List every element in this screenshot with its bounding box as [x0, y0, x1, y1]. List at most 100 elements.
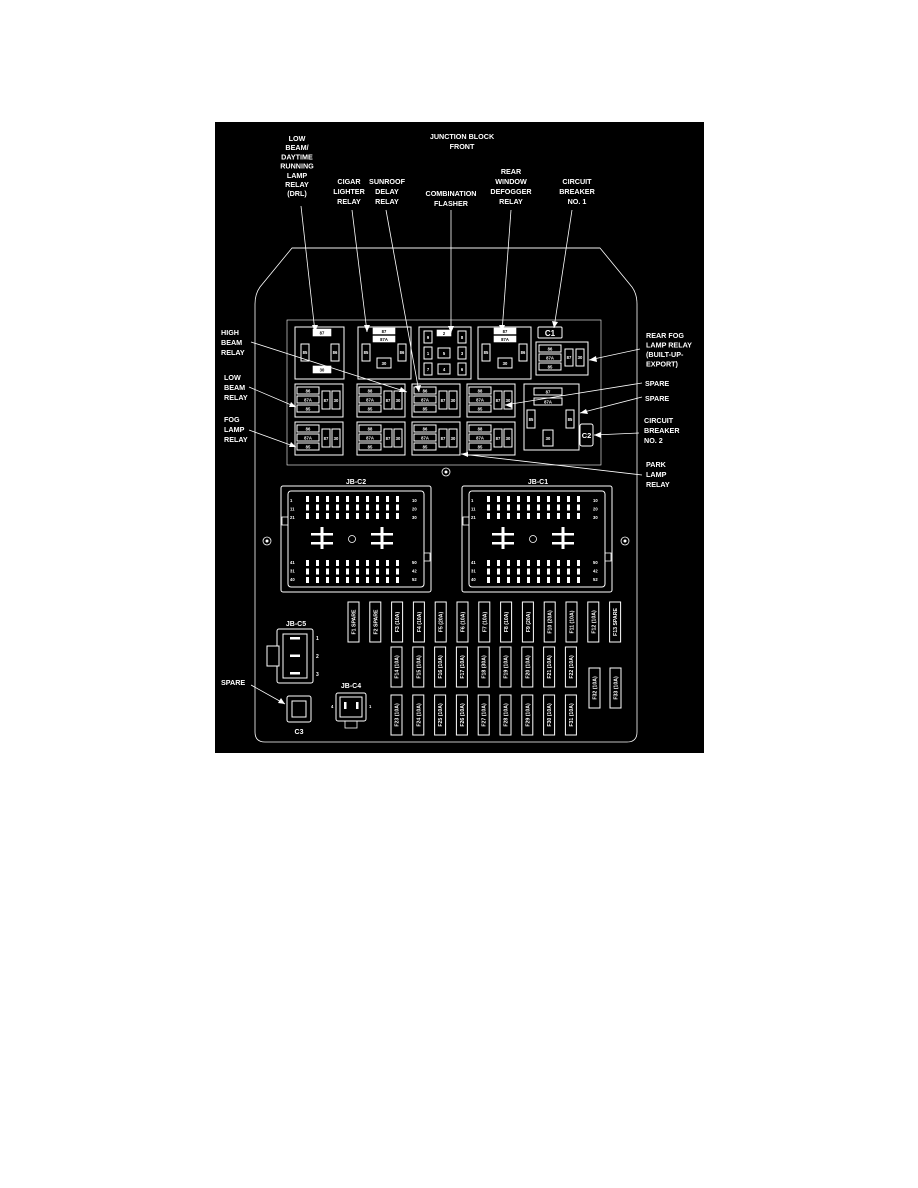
- fuse-label: F15 (10A): [416, 655, 422, 679]
- connector-pin-number: 42: [412, 569, 417, 574]
- callout-combination-line: FLASHER: [434, 199, 469, 208]
- connector-pin-number: 40: [471, 577, 476, 582]
- callout-low-beam-line: RELAY: [224, 393, 248, 402]
- fuse: F23 (10A): [390, 694, 403, 736]
- callout-arrowheads: [278, 321, 601, 704]
- callout-rear-fog-line: LAMP RELAY: [646, 341, 692, 350]
- fuse: F6 (10A): [456, 601, 469, 643]
- defog-t87: 87: [503, 329, 508, 334]
- big-connectors: 1112110203041314050425211121102030413140…: [280, 485, 613, 593]
- rearfog-t85: 85: [548, 365, 553, 370]
- fuse: F8 (10A): [500, 601, 513, 643]
- relay-terminal-label: 88: [368, 389, 373, 394]
- circuit-breaker-c1: C1: [537, 326, 563, 339]
- relay-terminal-label: 87: [496, 436, 501, 441]
- defog-t85: 85: [484, 350, 489, 355]
- cigar-t30: 30: [382, 361, 387, 366]
- connector-pin-number: 50: [593, 560, 598, 565]
- relay-spare-big: 87 87A 85 85 30: [523, 383, 580, 451]
- flasher-t2: 2: [443, 331, 446, 336]
- callout-drl-line: RUNNING: [280, 162, 314, 171]
- fuse-label: F13 SPARE: [613, 608, 619, 636]
- flasher-t8: 8: [461, 335, 464, 340]
- callout-rear-fog-line: REAR FOG: [646, 331, 684, 340]
- c1-label: C1: [545, 329, 556, 338]
- callout-cb2-line: BREAKER: [644, 426, 680, 435]
- callout-spare1-line: SPARE: [645, 379, 669, 388]
- connector-pin-number: 1: [290, 498, 293, 503]
- junction-block-svg: JUNCTION BLOCK FRONT 87 85 86 30 87 87A …: [221, 132, 692, 743]
- fuse: F32 (10A): [588, 667, 601, 709]
- callout-drl-line: BEAM/: [285, 143, 308, 152]
- junction-block-housing: [254, 247, 638, 743]
- fuse: F15 (10A): [412, 646, 425, 688]
- combination-flasher: 9 2 8 1 5 3 7 4 6: [418, 326, 472, 380]
- callout-cb1-line: CIRCUIT: [562, 177, 592, 186]
- fuse-label: F2 SPARE: [373, 609, 379, 635]
- fuse: F26 (10A): [455, 694, 468, 736]
- drl-t30: 30: [320, 368, 325, 373]
- spare-t87a: 87A: [544, 400, 552, 405]
- fuse-label: F7 (10A): [482, 611, 488, 632]
- relay-cigar-lighter: 87 87A 85 86 30: [357, 326, 412, 380]
- fuse-label: F14 (10A): [395, 655, 401, 679]
- callout-rear-window-line: DEFOGGER: [490, 187, 532, 196]
- callout-high-beam-line: RELAY: [221, 348, 245, 357]
- relay-terminal-label: 30: [451, 436, 456, 441]
- relay-terminal-label: 85: [368, 407, 373, 412]
- mounting-screws: [262, 467, 630, 546]
- fuse: F25 (10A): [434, 694, 447, 736]
- connector-pin-number: 52: [412, 577, 417, 582]
- fuse: F18 (30A): [477, 646, 490, 688]
- fuse-label: F3 (10A): [395, 611, 401, 632]
- c3-label: C3: [295, 729, 304, 736]
- jb-c4-connector: JB-C4 4 1: [331, 683, 372, 729]
- fuse-label: F16 (10A): [438, 655, 444, 679]
- connector-pin-number: 20: [412, 507, 417, 512]
- spare-t30: 30: [546, 436, 551, 441]
- fuse: F5 (20A): [434, 601, 447, 643]
- spare-t87: 87: [546, 390, 551, 395]
- spare-t85b: 85: [568, 417, 573, 422]
- fuse: F22 (10A): [564, 646, 577, 688]
- callout-labels: LOWBEAM/DAYTIMERUNNINGLAMPRELAY(DRL)CIGA…: [221, 134, 692, 687]
- fuse: F27 (10A): [477, 694, 490, 736]
- relay-terminal-label: 87A: [366, 436, 374, 441]
- callout-drl-line: RELAY: [285, 180, 309, 189]
- connector-pin-number: 31: [471, 569, 476, 574]
- jb-c2-label: JB-C2: [346, 479, 366, 486]
- connector-pin-number: 21: [471, 515, 476, 520]
- relay-terminal-label: 88: [478, 427, 483, 432]
- flasher-t5: 5: [443, 351, 446, 356]
- relay-terminal-label: 88: [368, 427, 373, 432]
- fuse-label: F10 (20A): [548, 610, 554, 634]
- title-line-1: JUNCTION BLOCK: [430, 132, 495, 141]
- relay-terminal-label: 86: [423, 389, 428, 394]
- drl-t87: 87: [320, 331, 325, 336]
- fuse-label: F23 (10A): [395, 703, 401, 727]
- callout-drl-line: DAYTIME: [281, 152, 313, 161]
- connector-pin-number: 31: [290, 569, 295, 574]
- relay-terminal-label: 87A: [304, 398, 312, 403]
- callout-combination-line: COMBINATION: [426, 189, 477, 198]
- fuse-label: F19 (10A): [504, 655, 510, 679]
- relay-terminal-label: 87A: [421, 436, 429, 441]
- c5-pin-3: 3: [316, 672, 319, 678]
- callout-park-line: LAMP: [646, 470, 667, 479]
- fuse: F9 (20A): [521, 601, 534, 643]
- drl-t86: 86: [333, 350, 338, 355]
- callout-cigar-line: RELAY: [337, 197, 361, 206]
- relay-terminal-label: 88: [478, 389, 483, 394]
- callout-rear-window-line: REAR: [501, 167, 522, 176]
- fuse-label: F24 (10A): [416, 703, 422, 727]
- fuse-label: F4 (10A): [417, 611, 423, 632]
- connector-pin-number: 30: [412, 515, 417, 520]
- callout-rear-fog-line: EXPORT): [646, 360, 679, 369]
- fuse-label: F11 (10A): [570, 610, 576, 633]
